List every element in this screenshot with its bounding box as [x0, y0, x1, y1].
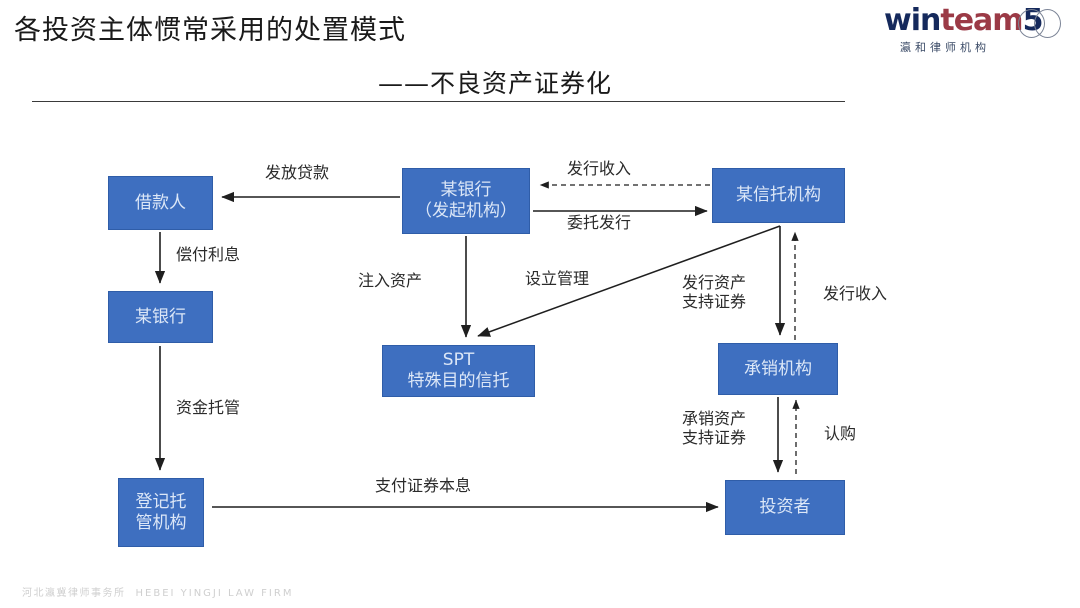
brand-logo: winteam5 瀛和律师机构 [884, 6, 1074, 58]
footer-text: 河北瀛冀律师事务所 HEBEI YINGJI LAW FIRM [22, 584, 293, 599]
node-underwriter[interactable]: 承销机构 [718, 343, 838, 395]
footer-english: HEBEI YINGJI LAW FIRM [135, 588, 294, 599]
edge-label-interest-repayment: 偿付利息 [176, 245, 241, 264]
edge-label-pay-principal-interest: 支付证券本息 [375, 476, 472, 495]
edge-label-issuance-proceeds-1: 发行收入 [567, 159, 632, 178]
edge-label-issuance-proceeds-2: 发行收入 [823, 284, 888, 303]
edge-label-establish-management: 设立管理 [525, 269, 590, 288]
edge-label-asset-injection: 注入资产 [358, 271, 423, 290]
edge-label-entrusted-issuance: 委托发行 [567, 213, 632, 232]
page-subtitle: ——不良资产证券化 [378, 69, 613, 98]
node-bank-custodian[interactable]: 某银行 [108, 291, 213, 343]
node-investor[interactable]: 投资者 [725, 480, 845, 535]
edge-label-fund-custody: 资金托管 [176, 398, 241, 417]
node-bank-originator[interactable]: 某银行 （发起机构） [402, 168, 530, 234]
logo-team-text: team [940, 3, 1023, 38]
edge-label-underwrite-abs: 承销资产 支持证券 [682, 409, 747, 448]
edge-label-issue-abs: 发行资产 支持证券 [682, 273, 747, 312]
title-divider [32, 101, 845, 102]
logo-chinese-text: 瀛和律师机构 [900, 41, 990, 54]
logo-circle-icon [1034, 9, 1061, 38]
edge-label-subscription: 认购 [824, 424, 857, 443]
node-trust-institution[interactable]: 某信托机构 [712, 168, 845, 223]
edge-label-loan-disbursement: 发放贷款 [265, 163, 330, 182]
logo-win-text: win [884, 3, 941, 38]
node-spt[interactable]: SPT 特殊目的信托 [382, 345, 535, 397]
footer-chinese: 河北瀛冀律师事务所 [22, 588, 126, 599]
page-title: 各投资主体惯常采用的处置模式 [14, 15, 406, 46]
node-borrower[interactable]: 借款人 [108, 176, 213, 230]
node-registry[interactable]: 登记托 管机构 [118, 478, 204, 547]
